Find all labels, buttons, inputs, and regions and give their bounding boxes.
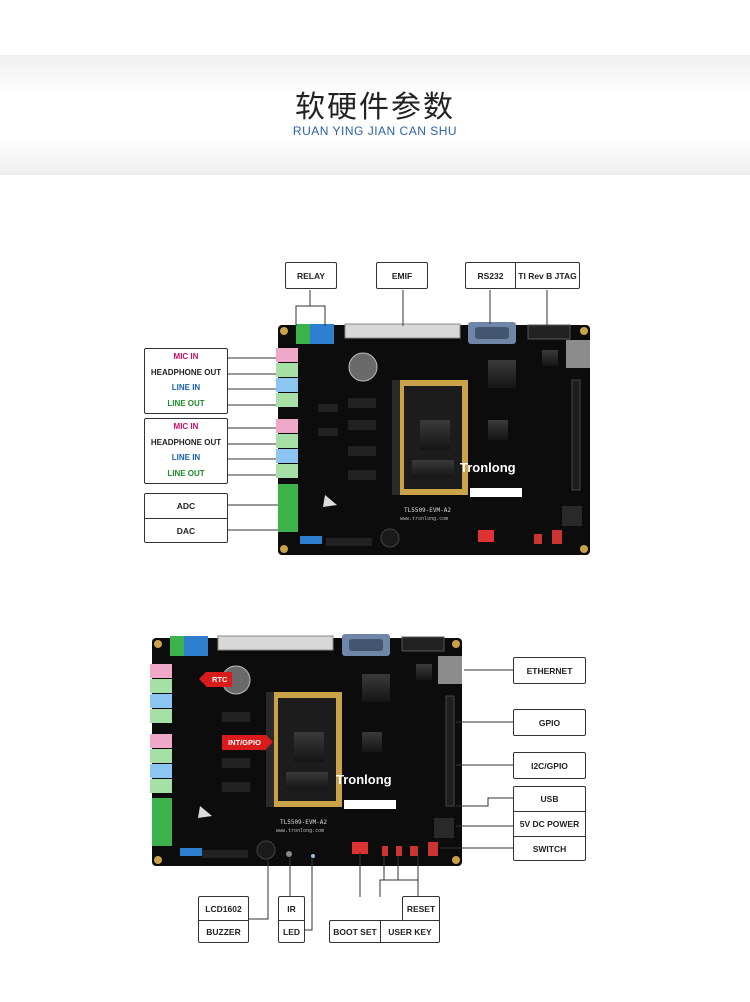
board2-brand: Tronlong (336, 772, 392, 787)
board-bottom-view: Tronlong TL5509-EVM-A2 www.tronlong.com (150, 634, 462, 866)
board1-url: www.tronlong.com (400, 516, 448, 522)
gpio-label: GPIO (513, 709, 586, 736)
header-band (0, 55, 750, 175)
usb-label: USB (513, 786, 586, 811)
line-in-label: LINE IN (171, 453, 201, 463)
line-out-label: LINE OUT (167, 398, 205, 408)
dac-label: DAC (144, 518, 228, 543)
headphone-out-label: HEADPHONE OUT (150, 437, 222, 447)
led-label: LED (278, 920, 305, 943)
i2c-gpio-label: I2C/GPIO (513, 752, 586, 779)
board1-brand: Tronlong (460, 460, 516, 475)
mic-in-label: MIC IN (173, 352, 199, 362)
user-key-label: USER KEY (380, 920, 440, 943)
board1-model: TL5509-EVM-A2 (404, 507, 451, 514)
audio-group-2: MIC IN HEADPHONE OUT LINE IN LINE OUT (144, 418, 228, 484)
board2-model: TL5509-EVM-A2 (280, 819, 327, 826)
lcd1602-label: LCD1602 (198, 896, 249, 920)
reset-label: RESET (402, 896, 440, 920)
emif-label: EMIF (376, 262, 428, 289)
buzzer-label: BUZZER (198, 920, 249, 943)
page-title: 软硬件参数 (295, 90, 455, 125)
ir-label: IR (278, 896, 305, 920)
rtc-tag: RTC (198, 672, 233, 687)
jtag-label: TI Rev B JTAG (515, 262, 580, 289)
ethernet-label: ETHERNET (513, 657, 586, 684)
line-out-label: LINE OUT (167, 468, 205, 478)
board-top-view: Tronlong TL5509-EVM-A2 www.tronlong.com (276, 322, 590, 555)
adc-label: ADC (144, 493, 228, 518)
board2-url: www.tronlong.com (276, 828, 324, 834)
int-gpio-tag: INT/GPIO (222, 735, 273, 750)
headphone-out-label: HEADPHONE OUT (150, 367, 222, 377)
audio-group-1: MIC IN HEADPHONE OUT LINE IN LINE OUT (144, 348, 228, 414)
rs232-label: RS232 (465, 262, 515, 289)
boot-set-label: BOOT SET (329, 920, 380, 943)
line-in-label: LINE IN (171, 383, 201, 393)
page-subtitle: RUAN YING JIAN CAN SHU (292, 124, 458, 138)
power-label: 5V DC POWER (513, 811, 586, 836)
switch-label: SWITCH (513, 836, 586, 861)
mic-in-label: MIC IN (173, 422, 199, 432)
relay-label: RELAY (285, 262, 337, 289)
